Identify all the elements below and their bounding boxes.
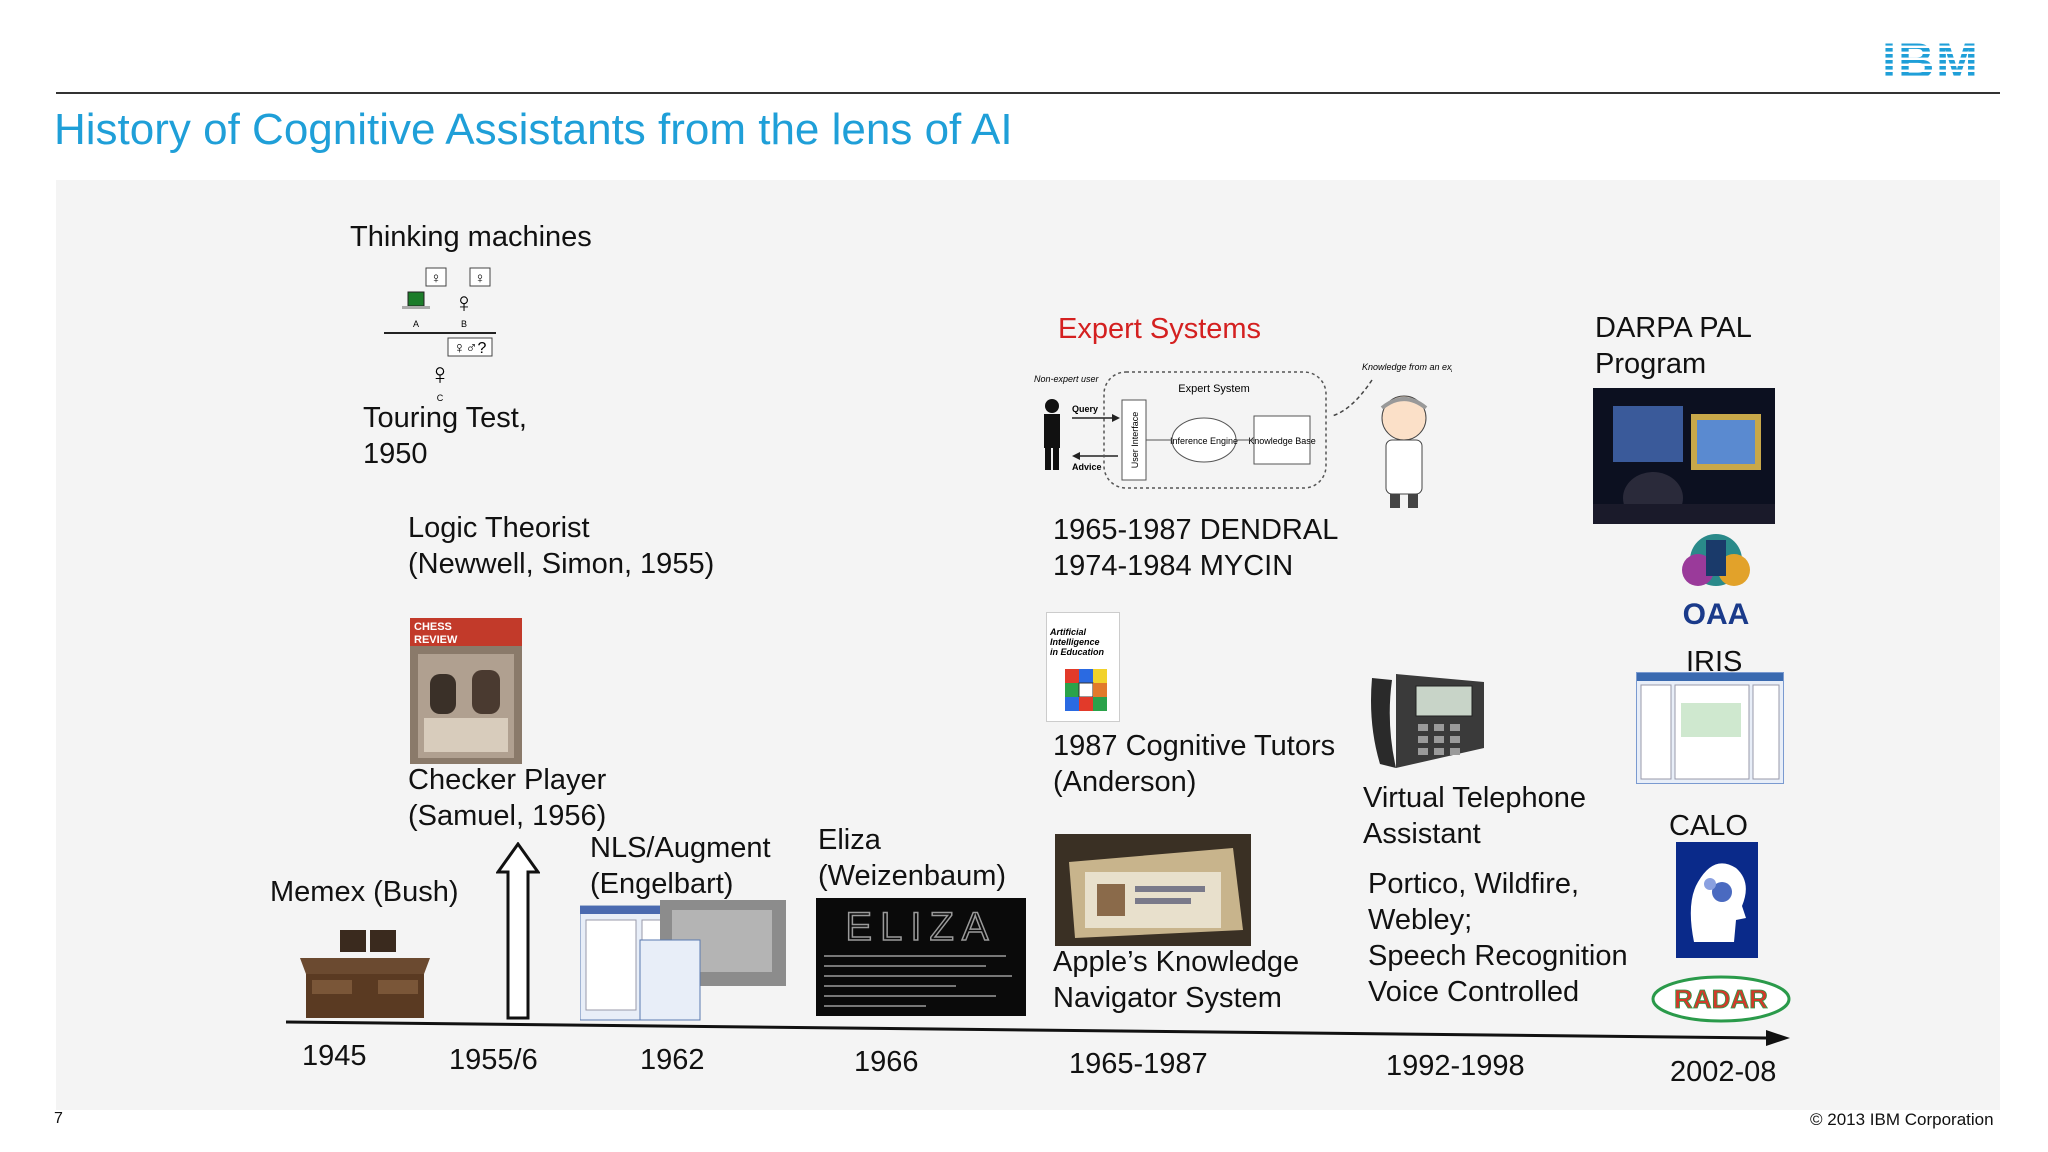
label-portico-3: Speech Recognition — [1368, 940, 1628, 972]
label-logic-1: Logic Theorist — [408, 512, 590, 544]
label-vta-1: Virtual Telephone — [1363, 782, 1587, 814]
darpa-pal-photo — [1593, 388, 1775, 524]
ip-telephone-image — [1366, 664, 1488, 772]
ibm-logo-text: IBM — [1882, 36, 1980, 82]
label-eliza-2: (Weizenbaum) — [818, 860, 1007, 892]
page-number: 7 — [54, 1110, 63, 1127]
label-nls-1: NLS/Augment — [590, 832, 771, 864]
label-tutors-1: 1987 Cognitive Tutors — [1053, 730, 1336, 762]
timeline-year: 1955/6 — [449, 1044, 538, 1076]
label-checker-1: Checker Player — [408, 764, 607, 796]
label-vta-2: Assistant — [1363, 818, 1481, 850]
label-logic-2: (Newwell, Simon, 1955) — [408, 548, 715, 580]
timeline-year: 2002-08 — [1670, 1056, 1777, 1088]
timeline-year: 1962 — [640, 1044, 705, 1076]
label-portico-1: Portico, Wildfire, — [1368, 868, 1580, 900]
expert-system-label: Expert System — [1178, 383, 1250, 395]
label-apple-1: Apple’s Knowledge — [1053, 946, 1300, 978]
expert-nonexpert-label: Non-expert user — [1034, 374, 1100, 384]
timeline-axis — [285, 1014, 1792, 1054]
oaa-logo: OAA — [1668, 530, 1764, 631]
eliza-terminal-image: ELIZA — [816, 898, 1026, 1016]
nls-screens-image — [579, 900, 786, 1022]
expert-advice-label: Advice — [1072, 462, 1102, 472]
calo-logo — [1676, 842, 1758, 958]
journal-line3: in Education — [1050, 647, 1105, 657]
journal-line2: Intelligence — [1050, 637, 1100, 647]
ai-education-journal-cover: Artificial Intelligence in Education — [1046, 612, 1120, 722]
svg-text:♀: ♀ — [430, 270, 441, 287]
expert-kb-label: Knowledge Base — [1248, 436, 1316, 446]
iris-screenshot — [1636, 672, 1784, 784]
ibm-logo: IBM — [1862, 33, 2000, 89]
svg-text:♀: ♀ — [454, 287, 475, 318]
label-mycin: 1974-1984 MYCIN — [1053, 550, 1294, 582]
label-darpa-1: DARPA PAL — [1595, 312, 1752, 344]
eliza-screen-word: ELIZA — [845, 905, 996, 949]
turing-label-c: C — [437, 393, 444, 402]
expert-inference-label: Inference Engine — [1170, 436, 1238, 446]
memex-desk-image — [296, 926, 434, 1020]
up-arrow-icon — [495, 841, 541, 1022]
oaa-logo-text: OAA — [1683, 598, 1750, 630]
label-portico-4: Voice Controlled — [1368, 976, 1580, 1008]
svg-text:♀: ♀ — [474, 270, 485, 287]
svg-text:♀: ♀ — [429, 358, 452, 391]
timeline-year: 1966 — [854, 1046, 919, 1078]
timeline-year: 1992-1998 — [1386, 1050, 1525, 1082]
turing-label-a: A — [413, 319, 419, 329]
expert-ui-label: User Interface — [1130, 412, 1140, 469]
timeline-year: 1945 — [302, 1040, 367, 1072]
page-title: History of Cognitive Assistants from the… — [54, 105, 1013, 154]
label-checker-2: (Samuel, 1956) — [408, 800, 607, 832]
label-tutors-2: (Anderson) — [1053, 766, 1197, 798]
label-memex: Memex (Bush) — [270, 876, 459, 908]
label-expert-systems: Expert Systems — [1058, 313, 1262, 345]
label-apple-2: Navigator System — [1053, 982, 1282, 1014]
label-turing-1: Touring Test, — [363, 402, 527, 434]
timeline-year: 1965-1987 — [1069, 1048, 1208, 1080]
expert-from-expert-label: Knowledge from an expert — [1362, 362, 1452, 372]
turing-label-b: B — [461, 319, 467, 329]
journal-line1: Artificial — [1049, 627, 1087, 637]
radar-logo: RADAR — [1650, 974, 1792, 1024]
turing-question: ♀♂? — [454, 340, 487, 357]
label-nls-2: (Engelbart) — [590, 868, 734, 900]
copyright: © 2013 IBM Corporation — [1810, 1110, 1994, 1129]
expert-query-label: Query — [1072, 404, 1098, 414]
label-thinking-machines: Thinking machines — [350, 221, 592, 253]
label-eliza-1: Eliza — [818, 824, 881, 856]
knowledge-navigator-image — [1055, 834, 1251, 946]
expert-system-diagram: Non-expert user Query Advice Expert Syst… — [1032, 354, 1468, 514]
radar-logo-text: RADAR — [1674, 984, 1768, 1014]
chess-cover-line1: CHESS — [414, 621, 452, 633]
turing-test-diagram: ♀ ♀ ♀ A B ♀♂? ♀ C — [380, 262, 500, 403]
label-darpa-2: Program — [1595, 348, 1707, 380]
label-calo: CALO — [1669, 810, 1748, 842]
chess-review-cover: CHESS REVIEW — [410, 618, 522, 764]
header-rule — [56, 92, 2000, 94]
label-portico-2: Webley; — [1368, 904, 1473, 936]
chess-cover-line2: REVIEW — [414, 634, 458, 646]
label-dendral: 1965-1987 DENDRAL — [1053, 514, 1339, 546]
label-turing-2: 1950 — [363, 438, 428, 470]
